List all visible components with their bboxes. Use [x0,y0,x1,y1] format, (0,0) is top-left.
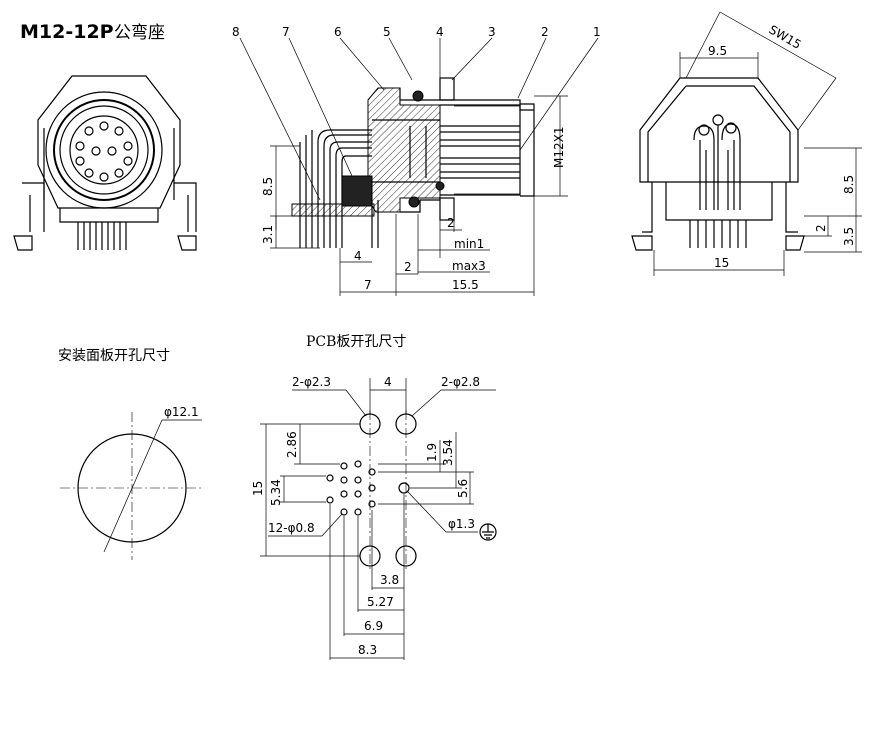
callout-3: 3 [488,25,496,39]
callout-numbers: 8 7 6 5 4 3 2 1 [232,25,601,39]
dim-7: 7 [364,278,372,292]
dim-right-2: 2 [814,224,828,232]
dim-4: 4 [354,249,362,263]
pcb-dim-2-86: 2.86 [285,431,299,458]
callout-leaders [239,37,599,201]
callout-8: 8 [232,25,240,39]
pcb-dim-1-9: 1.9 [425,443,439,462]
pcb-dim-5-6: 5.6 [456,479,470,498]
pcb-dim-6-9: 6.9 [364,619,383,633]
wrench-size: SW15 [767,22,804,52]
pin-hole-label: 12-φ0.8 [268,521,315,535]
front-view [13,75,197,251]
pcb-dim-5-34: 5.34 [269,479,283,506]
dim-15-5: 15.5 [452,278,479,292]
drawing-title: M12-12P 公弯座 [20,21,165,43]
callout-5: 5 [383,25,391,39]
ground-hole-label: φ1.3 [448,517,475,531]
dim-2a: 2 [447,216,455,230]
callout-2: 2 [541,25,549,39]
mount-hole-pitch: 4 [384,375,392,389]
pcb-cutout-title: PCB板开孔尺寸 [306,334,406,350]
pcb-dim-8-3: 8.3 [358,643,377,657]
pcb-dim-3-54: 3.54 [441,439,455,466]
bent-pins [299,129,372,248]
pcb-dim-3-8: 3.8 [380,573,399,587]
pcb-dim-5-27: 5.27 [367,595,394,609]
panel-cutout: 安装面板开孔尺寸 φ12.1 [58,348,204,560]
part-number: M12-12P [20,21,114,43]
dim-15: 15 [714,256,729,270]
part-description: 公弯座 [114,23,165,43]
dim-3-1: 3.1 [261,225,275,244]
dim-right-3-5: 3.5 [842,227,856,246]
panel-cutout-title: 安装面板开孔尺寸 [58,348,170,364]
dim-8-5: 8.5 [261,177,275,196]
dim-9-5: 9.5 [708,44,727,58]
right-view: SW15 9.5 8.5 2 3.5 15 [631,11,862,276]
front-pin-array [75,121,133,182]
mount-hole-b-label: 2-φ2.8 [441,375,480,389]
mount-hole-a-label: 2-φ2.3 [292,375,331,389]
pcb-cutout: PCB板开孔尺寸 2-φ2.3 [251,334,497,660]
dim-min1: min1 [454,237,484,251]
panel-diameter: φ12.1 [164,405,199,419]
callout-7: 7 [282,25,290,39]
dim-max3: max3 [452,259,486,273]
dim-right-8-5: 8.5 [842,175,856,194]
dim-2b: 2 [404,260,412,274]
callout-4: 4 [436,25,444,39]
pcb-pin-holes [326,460,376,516]
side-view: 8 7 6 5 4 3 2 1 [232,25,601,296]
thread-label: M12X1 [552,127,566,168]
pcb-dim-15: 15 [251,481,265,496]
ground-hole [398,482,410,494]
callout-1: 1 [593,25,601,39]
callout-6: 6 [334,25,342,39]
